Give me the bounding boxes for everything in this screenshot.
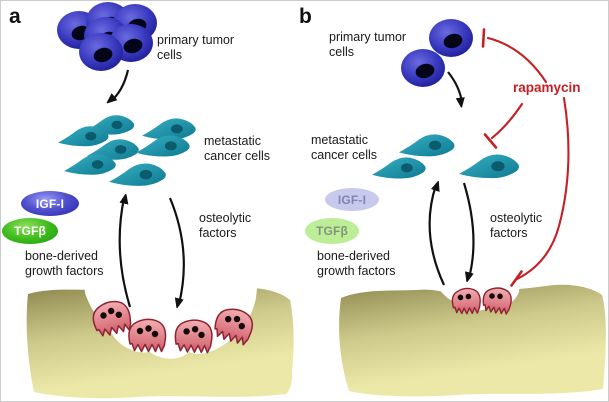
inhibit-primary-tumor-tbar [481,28,486,48]
inhibit-osteolysis-line [515,96,570,281]
arrow-primary-to-metastatic-b [447,71,462,103]
arrow-bone-to-metastatic-a [118,198,132,308]
arrow-primary-to-metastatic-a [111,69,130,101]
rapamycin-inhibition-lines [481,28,570,287]
inhibit-metastatic-tbar [483,133,498,149]
arrow-metastatic-to-bone-a [168,197,185,304]
inhibit-primary-tumor-line [486,36,548,84]
primary-tumor-label-b: primary tumor cells [329,30,407,60]
igf-badge-b-faded: IGF-I [325,188,379,211]
tgf-badge-b-faded: TGFβ [305,218,359,244]
metastatic-cells-b [372,134,519,179]
osteoclast [128,318,167,353]
inhibit-metastatic-line [490,102,524,140]
panel-a-label: a [9,5,21,28]
bone-derived-label-b: bone-derived growth factors [317,249,396,279]
primary-tumor-cells-a [57,2,157,71]
metastatic-label-a: metastatic cancer cells [204,134,270,164]
osteolytic-label-a: osteolytic factors [199,211,252,241]
metastatic-label-b: metastatic cancer cells [311,133,377,163]
primary-tumor-label-a: primary tumor cells [157,33,235,63]
resorption-pit-a [83,269,259,359]
panel-b-graphics [339,19,606,397]
osteoclast [174,318,214,354]
rapamycin-label: rapamycin [513,80,581,95]
metastatic-cells-a [58,115,196,186]
osteoclast [481,285,514,316]
panel-b-label: b [299,5,312,28]
bone-b [339,284,606,397]
arrow-metastatic-to-bone-b [462,182,475,278]
osteolytic-label-b: osteolytic factors [490,211,543,241]
igf-badge-a: IGF-I [21,191,79,216]
osteoclast [451,287,482,316]
panel-a-graphics [26,2,294,399]
tgf-badge-a: TGFβ [2,218,58,244]
bone-derived-label-a: bone-derived growth factors [25,249,104,279]
arrow-bone-to-metastatic-b [428,185,445,286]
inhibit-osteolysis-tbar [510,270,523,287]
